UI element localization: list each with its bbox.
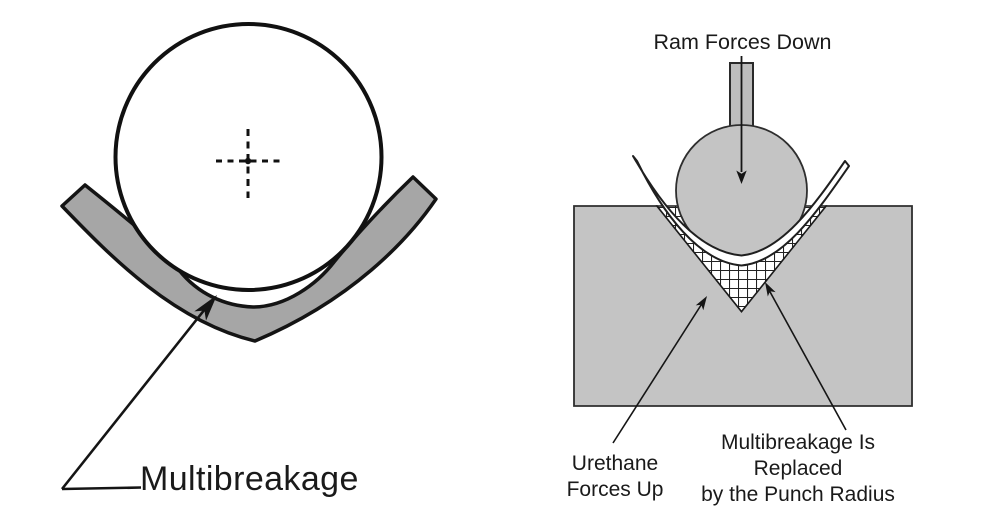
ram-force-arrow (736, 56, 747, 184)
arrowhead-icon (695, 296, 707, 311)
urethane-label-line2: Forces Up (566, 477, 664, 501)
replaced-label-line2: by the Punch Radius (701, 483, 895, 506)
arrowhead-icon (765, 282, 776, 297)
arrowhead-icon (736, 170, 747, 184)
right-bent-sheet (632, 155, 850, 267)
multibreakage-replaced-label: Multibreakage Is Replaced by the Punch R… (674, 430, 922, 508)
right-diagram (573, 56, 913, 444)
ram-forces-down-label: Ram Forces Down (653, 30, 832, 54)
multibreakage-callout-arrow (60, 295, 217, 491)
punch-radius-callout-arrow (765, 282, 847, 431)
urethane-label-line1: Urethane (571, 452, 659, 475)
arrowhead-icon (194, 295, 217, 321)
urethane-forces-up-label: Urethane Forces Up (563, 451, 667, 502)
multibreakage-label: Multibreakage (140, 460, 359, 498)
left-diagram (60, 22, 438, 491)
urethane-force-arrow (612, 296, 707, 444)
center-mark-crosshair (216, 129, 282, 198)
replaced-label-line1: Multibreakage Is Replaced (720, 431, 876, 480)
